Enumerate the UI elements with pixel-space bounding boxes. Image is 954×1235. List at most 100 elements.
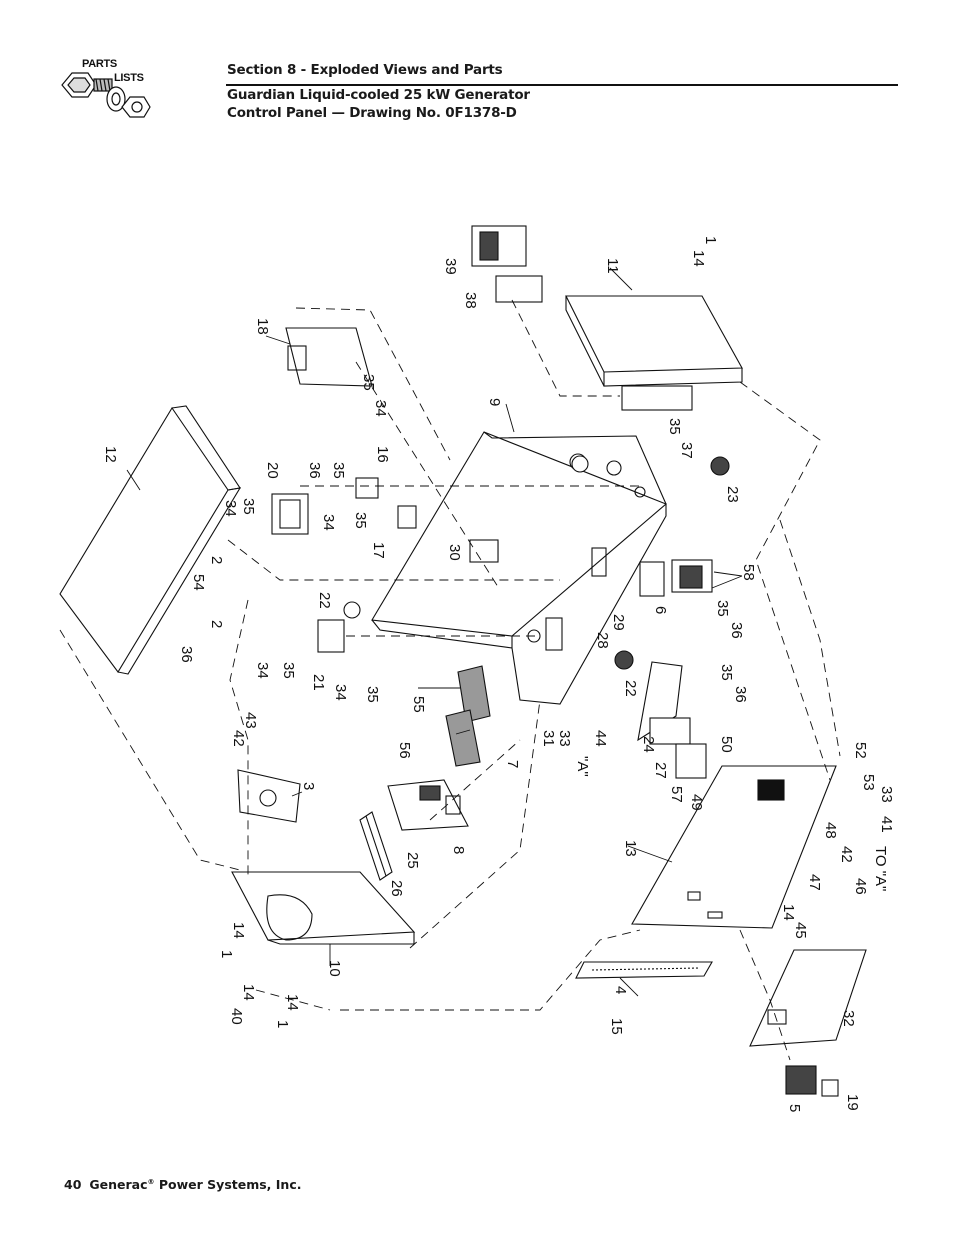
callout-34d: 34: [254, 662, 271, 679]
part-4-bar: [575, 961, 713, 979]
callout-55: 55: [410, 696, 427, 713]
callout-3: 3: [300, 782, 317, 790]
callout-22a: 22: [316, 592, 333, 609]
callout-6: 6: [652, 606, 669, 614]
callout-31: 31: [540, 730, 557, 747]
callout-35g: 35: [364, 686, 381, 703]
callout-1a: 1: [702, 236, 719, 244]
callout-57: 57: [668, 786, 685, 803]
part-16-block: [355, 477, 379, 499]
callout-42a: 42: [230, 730, 247, 747]
callout-27: 27: [652, 762, 669, 779]
callout-10: 10: [326, 960, 343, 977]
callout-35d: 35: [352, 512, 369, 529]
company-name: Generac: [89, 1177, 148, 1192]
callout-47: 47: [806, 874, 823, 891]
callout-58: 58: [740, 564, 757, 581]
callout-14a: 14: [690, 250, 707, 267]
part-9-enclosure: [371, 431, 668, 705]
part-30-label: [469, 539, 499, 563]
part-18-bracket: [285, 327, 373, 387]
callout-4: 4: [612, 986, 629, 994]
callout-30: 30: [446, 544, 463, 561]
callout-41: 41: [878, 816, 895, 833]
part-8-board: [387, 779, 469, 831]
callout-37: 37: [678, 442, 695, 459]
part-3-switch: [237, 769, 301, 823]
part-19-cap: [821, 1079, 839, 1097]
callout-20: 20: [264, 462, 281, 479]
callout-23: 23: [724, 486, 741, 503]
callout-21: 21: [310, 674, 327, 691]
callout-22b: 22: [622, 680, 639, 697]
company-name-rest: Power Systems, Inc.: [154, 1177, 302, 1192]
callout-33b: 33: [878, 786, 895, 803]
callout-26: 26: [388, 880, 405, 897]
part-38-plate: [495, 275, 543, 303]
part-23-grommet: [710, 456, 730, 476]
callout-42b: 42: [838, 846, 855, 863]
part-26-channel: [359, 811, 393, 881]
part-58-contactor: [671, 559, 713, 593]
part-11-box: [565, 295, 743, 411]
part-13-door: [631, 765, 837, 929]
callout-12: 12: [102, 446, 119, 463]
callout-56: 56: [396, 742, 413, 759]
callout-2b: 2: [208, 620, 225, 628]
callout-44: 44: [592, 730, 609, 747]
part-57-breaker: [675, 743, 707, 779]
callout-36a: 36: [306, 462, 323, 479]
part-ring: [571, 455, 589, 473]
callout-14b: 14: [780, 904, 797, 921]
callout-14c: 14: [230, 922, 247, 939]
part-55-terminal-strip: [457, 665, 491, 723]
callout-a-ref: "A": [574, 756, 591, 777]
callout-16: 16: [374, 446, 391, 463]
callout-36b: 36: [178, 646, 195, 663]
part-24-bracket: [637, 661, 683, 742]
part-10-panel: [231, 871, 416, 945]
leader-lines: [126, 267, 743, 997]
page-number: 40: [64, 1177, 82, 1192]
callout-14e: 14: [284, 994, 301, 1011]
callout-34b: 34: [222, 500, 239, 517]
part-22-ring: [343, 601, 361, 619]
callout-36c: 36: [728, 622, 745, 639]
callout-54: 54: [190, 574, 207, 591]
callout-49: 49: [688, 794, 705, 811]
callout-34a: 34: [372, 400, 389, 417]
callout-53: 53: [860, 774, 877, 791]
part-5-switch: [785, 1065, 817, 1095]
callout-1b: 1: [218, 950, 235, 958]
callout-2a: 2: [208, 556, 225, 564]
callout-48: 48: [822, 822, 839, 839]
callout-5: 5: [786, 1104, 803, 1112]
callout-17: 17: [370, 542, 387, 559]
part-21-block: [317, 619, 345, 653]
logo-text-lists: LISTS: [114, 72, 144, 84]
callout-35e: 35: [666, 418, 683, 435]
part-17-block: [397, 505, 417, 529]
callout-14d: 14: [240, 984, 257, 1001]
callout-35b: 35: [330, 462, 347, 479]
callout-1c: 1: [274, 1020, 291, 1028]
callout-33a: 33: [556, 730, 573, 747]
callout-36d: 36: [732, 686, 749, 703]
callout-52: 52: [852, 742, 869, 759]
callout-35f: 35: [280, 662, 297, 679]
callout-34e: 34: [332, 684, 349, 701]
part-20-relay: [271, 493, 309, 535]
callout-18: 18: [254, 318, 271, 335]
drawing-title: Guardian Liquid-cooled 25 kW Generator: [227, 87, 530, 103]
section-title: Section 8 - Exploded Views and Parts: [227, 62, 503, 78]
callout-24: 24: [640, 736, 657, 753]
page-footer: 40 Generac® Power Systems, Inc.: [64, 1177, 302, 1192]
callout-11: 11: [604, 258, 621, 274]
callout-32: 32: [840, 1010, 857, 1027]
registered-mark: ®: [147, 1177, 155, 1186]
callout-40: 40: [228, 1008, 245, 1025]
part-39-contactor: [471, 225, 527, 267]
callout-39: 39: [442, 258, 459, 275]
callout-34c: 34: [320, 514, 337, 531]
callout-13: 13: [622, 840, 639, 857]
